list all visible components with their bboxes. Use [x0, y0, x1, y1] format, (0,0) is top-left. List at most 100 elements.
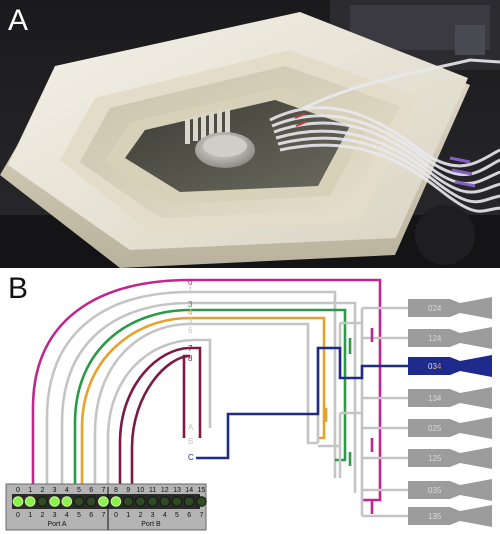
port-b-led-4 — [159, 496, 171, 507]
channel-wires — [31, 278, 408, 518]
channel-0-wire — [31, 278, 382, 502]
port-b-top-number-5: 13 — [173, 487, 181, 494]
output-label: 135 — [428, 512, 442, 521]
port-a-led-0 — [12, 496, 24, 507]
port-a-led-4 — [61, 496, 73, 507]
port-a-top-number-2: 2 — [40, 487, 44, 494]
photo-panel — [0, 0, 500, 268]
port-a-top-number-6: 6 — [89, 487, 93, 494]
port-a-top-number-3: 3 — [53, 487, 57, 494]
output-chip-035: 035 — [408, 479, 492, 501]
output-label: 024 — [428, 304, 442, 313]
output-shape — [408, 447, 492, 469]
output-label: 035 — [428, 486, 442, 495]
output-tree — [316, 306, 408, 518]
port-b-bottom-number-4: 4 — [163, 512, 167, 519]
output-shape — [408, 505, 492, 527]
channel-7-wire — [118, 346, 202, 488]
mid-channel-labels: ABC — [188, 423, 194, 462]
top-label-0: 0 — [188, 278, 193, 287]
port-a-led-7 — [98, 496, 109, 507]
port-b-bottom-number-3: 3 — [151, 512, 155, 519]
port-a-bottom-number-0: 0 — [16, 512, 20, 519]
port-a-bottom-number-4: 4 — [65, 512, 69, 519]
channel-8-wire — [130, 354, 191, 488]
port-b-bottom-number-2: 2 — [138, 512, 142, 519]
port-b-top-number-7: 15 — [198, 487, 206, 494]
port-a-top-number-1: 1 — [28, 487, 32, 494]
port-a-top-number-7: 7 — [101, 487, 105, 494]
output-chip-135: 135 — [408, 505, 492, 527]
channel-2-wire — [60, 301, 357, 493]
output-shape — [408, 327, 492, 349]
port-b-bottom-number-5: 5 — [175, 512, 179, 519]
top-label-6: 7 — [188, 344, 193, 353]
port-b-led-0 — [110, 496, 122, 507]
led-indicators — [12, 496, 207, 507]
port-a-bottom-number-1: 1 — [28, 512, 32, 519]
top-label-2: 3 — [188, 300, 193, 309]
panel-b-label: B — [8, 272, 29, 305]
channel-5-wire — [93, 322, 318, 488]
port-b-top-number-4: 12 — [161, 487, 169, 494]
channel-4-wire — [80, 316, 326, 488]
output-chip-025: 025 — [408, 417, 492, 439]
channel-1-wire — [45, 290, 337, 488]
channel-3-wire — [73, 308, 347, 488]
top-label-3: 4 — [188, 308, 193, 317]
port-a-led-1 — [24, 496, 36, 507]
port-a-bottom-number-3: 3 — [53, 512, 57, 519]
port-b-bottom-number-6: 6 — [187, 512, 191, 519]
output-shape — [408, 479, 492, 501]
port-a-led-6 — [85, 496, 97, 507]
port-a-top-number-5: 5 — [77, 487, 81, 494]
mid-label-c: C — [188, 453, 194, 462]
active-path-wire — [196, 346, 408, 460]
port-b-top-number-6: 14 — [185, 487, 193, 494]
output-label: 025 — [428, 424, 442, 433]
output-chip-034: 034 — [408, 355, 492, 377]
output-chip-024: 024 — [408, 297, 492, 319]
top-label-5: 6 — [188, 326, 193, 335]
output-label: 034 — [428, 362, 442, 371]
output-channels: 024 124 034 134 025 125 035 135 — [408, 297, 492, 527]
led-bottom-numbers: 0 1 2 3 4 5 6 7 0 1 2 3 4 5 6 7 — [16, 512, 203, 519]
port-b-bottom-number-0: 0 — [114, 512, 118, 519]
port-a-led-3 — [49, 496, 60, 507]
channel-6-wire — [106, 338, 212, 488]
output-shape — [408, 355, 492, 377]
port-b-led-3 — [147, 496, 158, 507]
top-label-1: 1 — [188, 286, 193, 295]
output-chip-134: 134 — [408, 387, 492, 409]
output-chip-124: 124 — [408, 327, 492, 349]
panel-a-label: A — [8, 4, 29, 37]
port-a-bottom-number-7: 7 — [101, 512, 105, 519]
output-label: 125 — [428, 454, 442, 463]
output-shape — [408, 297, 492, 319]
port-b-led-5 — [171, 496, 183, 507]
output-chip-125: 125 — [408, 447, 492, 469]
output-label: 134 — [428, 394, 442, 403]
port-b-led-2 — [135, 496, 146, 507]
top-label-7: 8 — [188, 354, 193, 363]
mid-label-a: A — [188, 423, 194, 432]
port-a-top-number-4: 4 — [65, 487, 69, 494]
port-a-bottom-number-6: 6 — [89, 512, 93, 519]
port-b-top-number-2: 10 — [137, 487, 145, 494]
port-b-led-7 — [196, 496, 207, 507]
port-a-bottom-number-5: 5 — [77, 512, 81, 519]
port-a-bottom-number-2: 2 — [40, 512, 44, 519]
port-b-bottom-number-1: 1 — [126, 512, 130, 519]
port-a-top-number-0: 0 — [16, 487, 20, 494]
output-label: 124 — [428, 334, 442, 343]
port-b-name: Port B — [141, 521, 161, 528]
port-b-bottom-number-7: 7 — [199, 512, 203, 519]
output-shape — [408, 387, 492, 409]
port-b-led-1 — [122, 496, 134, 507]
port-b-led-6 — [183, 496, 195, 507]
